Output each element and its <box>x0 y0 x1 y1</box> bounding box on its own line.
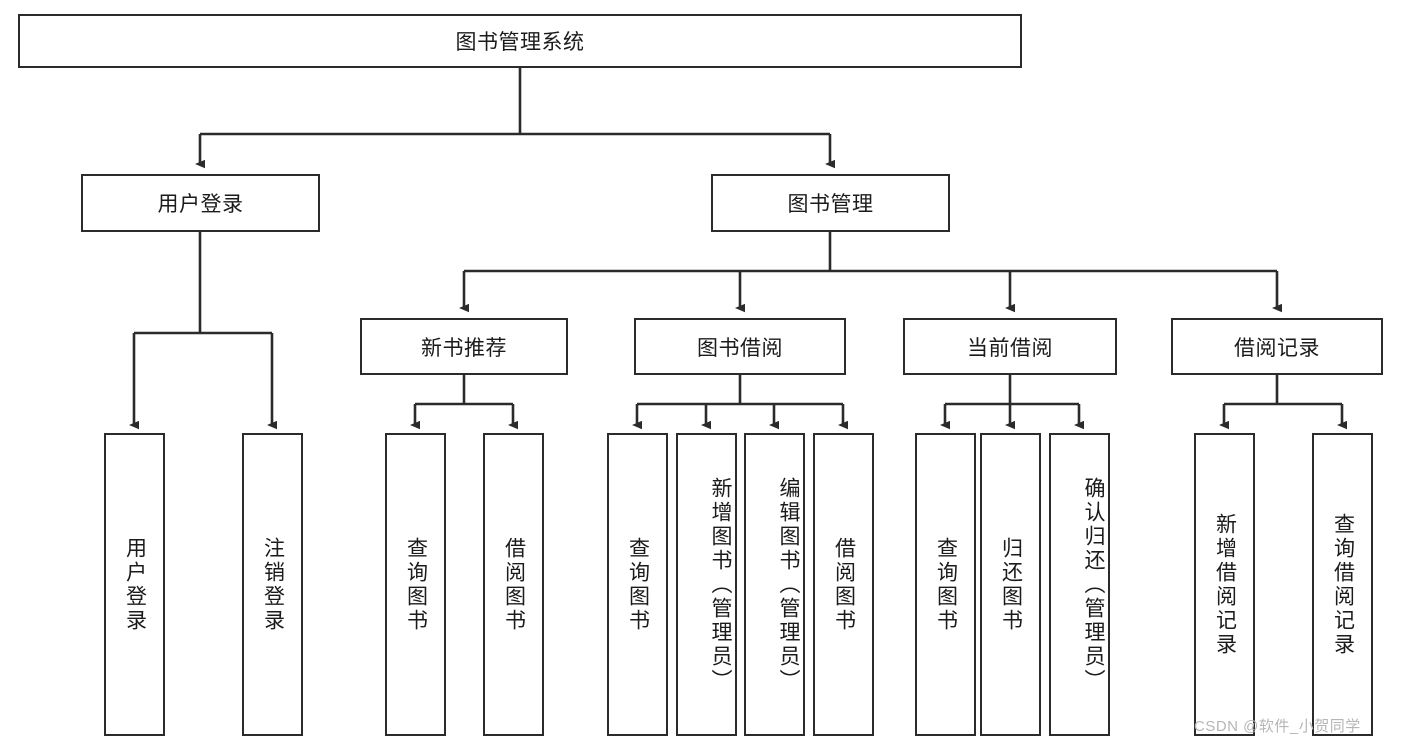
node-leaf-confirm-return[interactable]: 确认归还（管理员） <box>1049 433 1110 736</box>
node-leaf-borrow-book-1-label: 借阅图书 <box>502 536 526 633</box>
node-new-book-recommend-label: 新书推荐 <box>421 336 507 360</box>
node-leaf-add-book-label: 新增图书（管理员） <box>709 476 732 693</box>
node-leaf-borrow-book-1[interactable]: 借阅图书 <box>483 433 544 736</box>
node-leaf-query-book-3[interactable]: 查询图书 <box>915 433 976 736</box>
node-book-manage[interactable]: 图书管理 <box>711 174 950 232</box>
node-leaf-query-book-1[interactable]: 查询图书 <box>385 433 446 736</box>
node-current-borrow[interactable]: 当前借阅 <box>903 318 1117 375</box>
node-root-label: 图书管理系统 <box>455 31 585 54</box>
node-leaf-return-book-label: 归还图书 <box>999 536 1023 633</box>
node-borrow-record-label: 借阅记录 <box>1234 336 1320 360</box>
node-leaf-borrow-book-2-label: 借阅图书 <box>832 536 856 633</box>
node-leaf-borrow-book-2[interactable]: 借阅图书 <box>813 433 874 736</box>
node-leaf-edit-book-label: 编辑图书（管理员） <box>777 476 800 693</box>
node-leaf-user-login[interactable]: 用户登录 <box>104 433 165 736</box>
node-leaf-add-record-label: 新增借阅记录 <box>1213 512 1237 657</box>
node-leaf-add-record[interactable]: 新增借阅记录 <box>1194 433 1255 736</box>
node-leaf-add-book[interactable]: 新增图书（管理员） <box>676 433 737 736</box>
node-leaf-confirm-return-label: 确认归还（管理员） <box>1082 476 1105 693</box>
node-borrow-record[interactable]: 借阅记录 <box>1171 318 1383 375</box>
node-root[interactable]: 图书管理系统 <box>18 14 1022 68</box>
node-leaf-logout[interactable]: 注销登录 <box>242 433 303 736</box>
node-leaf-logout-label: 注销登录 <box>261 536 285 633</box>
node-user-login[interactable]: 用户登录 <box>81 174 320 232</box>
node-leaf-return-book[interactable]: 归还图书 <box>980 433 1041 736</box>
node-leaf-query-book-1-label: 查询图书 <box>404 536 428 633</box>
node-current-borrow-label: 当前借阅 <box>967 336 1053 360</box>
node-leaf-query-book-2-label: 查询图书 <box>626 536 650 633</box>
node-leaf-query-book-3-label: 查询图书 <box>934 536 958 633</box>
node-leaf-edit-book[interactable]: 编辑图书（管理员） <box>744 433 805 736</box>
node-new-book-recommend[interactable]: 新书推荐 <box>360 318 568 375</box>
node-user-login-label: 用户登录 <box>157 193 244 216</box>
node-book-manage-label: 图书管理 <box>787 193 874 216</box>
node-book-borrow[interactable]: 图书借阅 <box>634 318 846 375</box>
node-leaf-query-book-2[interactable]: 查询图书 <box>607 433 668 736</box>
watermark: CSDN @软件_小贺同学 <box>1194 718 1361 735</box>
node-leaf-user-login-label: 用户登录 <box>123 536 147 633</box>
node-book-borrow-label: 图书借阅 <box>697 336 783 360</box>
node-leaf-query-record-label: 查询借阅记录 <box>1331 512 1355 657</box>
node-leaf-query-record[interactable]: 查询借阅记录 <box>1312 433 1373 736</box>
